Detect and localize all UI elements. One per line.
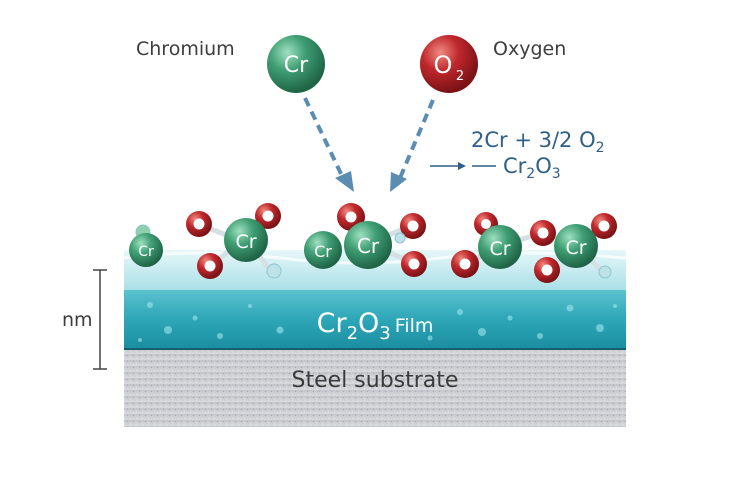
chromium-arrow [303,97,354,192]
reaction-arrow [430,162,496,170]
chromium-atom [267,35,325,93]
reaction-equation-reactants: 2Cr + 3/2 O2 [471,128,605,156]
surface-cr-label-2: Cr [235,231,256,253]
film-bubbles [138,302,617,342]
steel-substrate [124,349,626,427]
chromium-atom-symbol: Cr [284,53,309,78]
oxygen-atom-symbol: O [434,51,453,79]
oxygen-molecule-atom [420,35,478,93]
thickness-label: nm [62,309,93,331]
surface-cr-label-1: Cr [138,244,154,260]
surface-cr-label-5: Cr [489,238,510,260]
surface-cr-label-6: Cr [565,237,586,259]
surface-cr-label-4: Cr [357,234,380,258]
thickness-scale-bracket [93,269,107,370]
reaction-equation-product: Cr2O3 [503,154,561,182]
oxide-film-layer [124,288,626,349]
steel-substrate-label: Steel substrate [291,368,459,393]
oxygen-arrow [390,99,435,192]
oxygen-label: Oxygen [493,38,567,60]
surface-oxygen-atoms [186,203,617,283]
oxygen-atom-subscript: 2 [456,69,464,84]
surface-chromium-atoms [129,218,598,269]
surface-cr-label-3: Cr [314,242,332,261]
chromium-label: Chromium [136,38,235,60]
